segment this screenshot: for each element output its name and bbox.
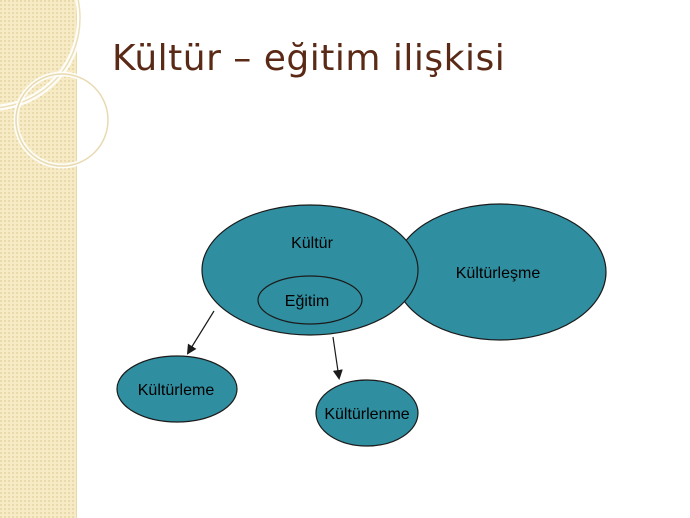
page-title: Kültür – eğitim ilişkisi [112, 38, 506, 79]
decorative-circles-icon [0, 0, 111, 169]
arrow-to-kulturleme [186, 310, 215, 355]
label-egitim: Eğitim [285, 293, 329, 310]
label-kultur: Kültür [291, 235, 333, 252]
node-kulturlenme [315, 379, 419, 447]
label-kulturleme: Kültürleme [138, 382, 215, 399]
node-kultur [201, 204, 419, 336]
arrow-to-kulturlenme [332, 336, 343, 380]
node-kulturleme [116, 355, 238, 423]
node-egitim [257, 275, 363, 325]
label-kulturlesme: Kültürleşme [456, 265, 541, 282]
label-kulturlenme: Kültürlenme [324, 406, 409, 423]
decorative-side-band [0, 0, 77, 518]
